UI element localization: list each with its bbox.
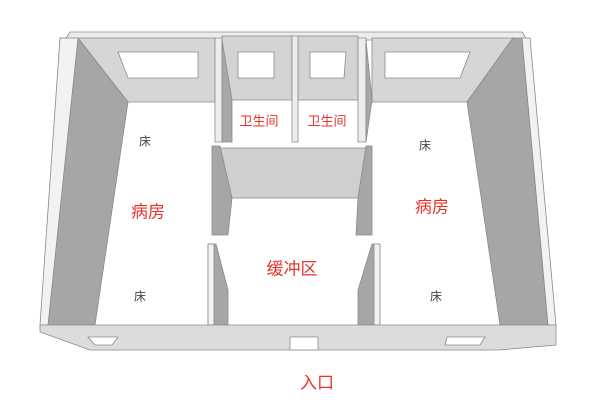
left-ward-bed-bottom-label: 床	[133, 289, 147, 304]
entrance-label: 入口	[300, 373, 334, 394]
right-bath-partition-shade	[365, 39, 373, 143]
right-ward-label: 病房	[415, 197, 449, 218]
front-entry-door	[289, 336, 319, 351]
right-ward-bed-top-label: 床	[418, 138, 432, 153]
right-room-window	[384, 51, 471, 79]
buffer-right-wall-upper	[355, 145, 373, 236]
right-bathroom-label: 卫生间	[307, 114, 347, 130]
buffer-right-partition-lower-edge	[373, 243, 381, 326]
right-ward-bed-bottom-label: 床	[429, 289, 443, 304]
left-room-window	[117, 51, 199, 79]
buffer-left-partition-lower-edge	[207, 243, 215, 326]
left-bath-partition	[214, 37, 223, 143]
right-bath-partition	[357, 37, 367, 143]
left-bathroom-label: 卫生间	[239, 114, 279, 130]
left-ward-label: 病房	[131, 202, 165, 223]
front-right-window	[444, 336, 486, 346]
buffer-back-wall	[217, 147, 369, 199]
buffer-zone-label: 缓冲区	[266, 259, 318, 280]
bath-middle-partition	[291, 35, 299, 143]
front-left-window	[87, 336, 119, 346]
left-bath-window	[237, 51, 275, 79]
left-bath-partition-shade	[221, 39, 233, 143]
right-bath-window	[309, 51, 347, 79]
buffer-left-wall-upper	[211, 145, 233, 236]
left-ward-bed-top-label: 床	[138, 134, 152, 149]
